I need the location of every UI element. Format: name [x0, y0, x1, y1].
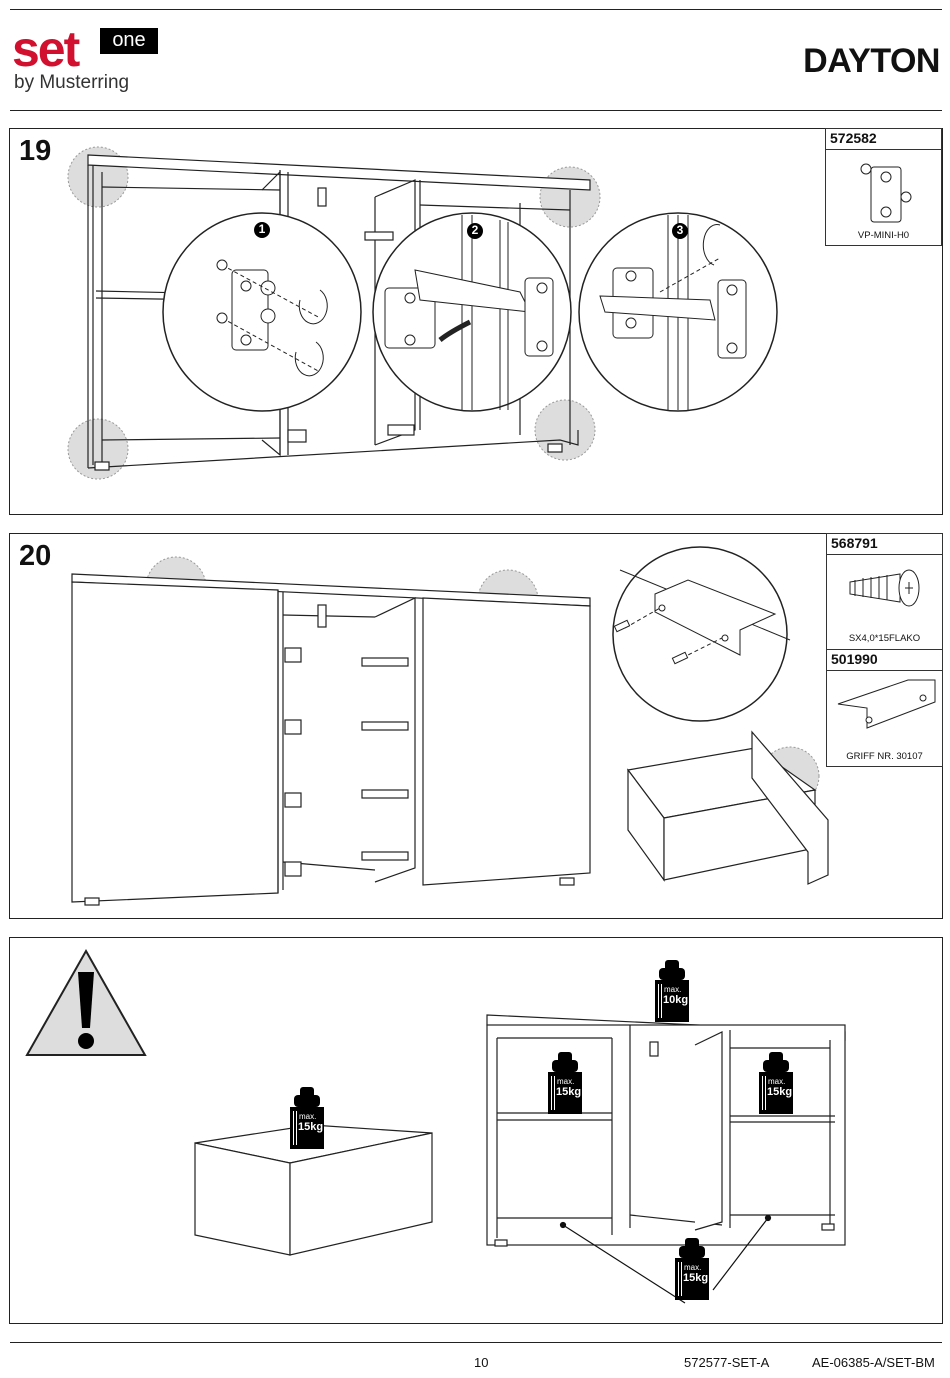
logo-one-box: one: [100, 28, 158, 54]
handle-icon: [837, 679, 936, 729]
part-label: SX4,0*15FLAKO: [848, 633, 921, 644]
step-19-part-box: 572582 VP-MINI-H0: [825, 128, 942, 246]
step-20-number: 20: [19, 540, 52, 572]
step-20-part-box-2: 501990 GRIFF NR. 30107: [826, 649, 943, 767]
screw-icon: [849, 569, 920, 607]
header-rule: [10, 110, 942, 111]
weight-icon: max. 10kg: [655, 960, 689, 1022]
logo-by-text: by Musterring: [14, 72, 130, 93]
weight-icon: max. 15kg: [290, 1087, 324, 1149]
warning-triangle-icon: [25, 948, 147, 1056]
part-label: VP-MINI-H0: [857, 230, 910, 241]
weight-icon: max. 15kg: [675, 1238, 709, 1300]
step-19-callouts: [254, 222, 688, 239]
top-rule: [10, 9, 942, 10]
page-number: 10: [474, 1355, 489, 1370]
footer-rule: [10, 1342, 942, 1343]
product-title: DAYTON: [803, 42, 940, 80]
part-label: GRIFF NR. 30107: [846, 751, 923, 762]
step-19-cabinet-drawing: [67, 146, 778, 480]
logo-set-text: set: [12, 21, 80, 77]
drawer-load-drawing: [194, 1124, 433, 1256]
footer-code-1: 572577-SET-A: [684, 1355, 770, 1370]
step-20-part-box-1: 568791 SX4,0*15FLAKO: [826, 533, 943, 651]
step-20-cabinet-drawing: [71, 546, 829, 906]
weight-icon: max. 15kg: [759, 1052, 793, 1114]
weight-icon: max. 15kg: [548, 1052, 582, 1114]
footer-code-2: AE-06385-A/SET-BM: [812, 1355, 935, 1370]
part-number: 501990: [831, 651, 878, 667]
part-number: 572582: [830, 130, 877, 146]
brand-logo: set one by Musterring: [12, 21, 158, 96]
cabinet-load-drawing: [486, 1014, 846, 1304]
part-number: 568791: [831, 535, 878, 551]
hinge-plate-icon: [860, 163, 912, 223]
step-19-number: 19: [19, 135, 52, 167]
